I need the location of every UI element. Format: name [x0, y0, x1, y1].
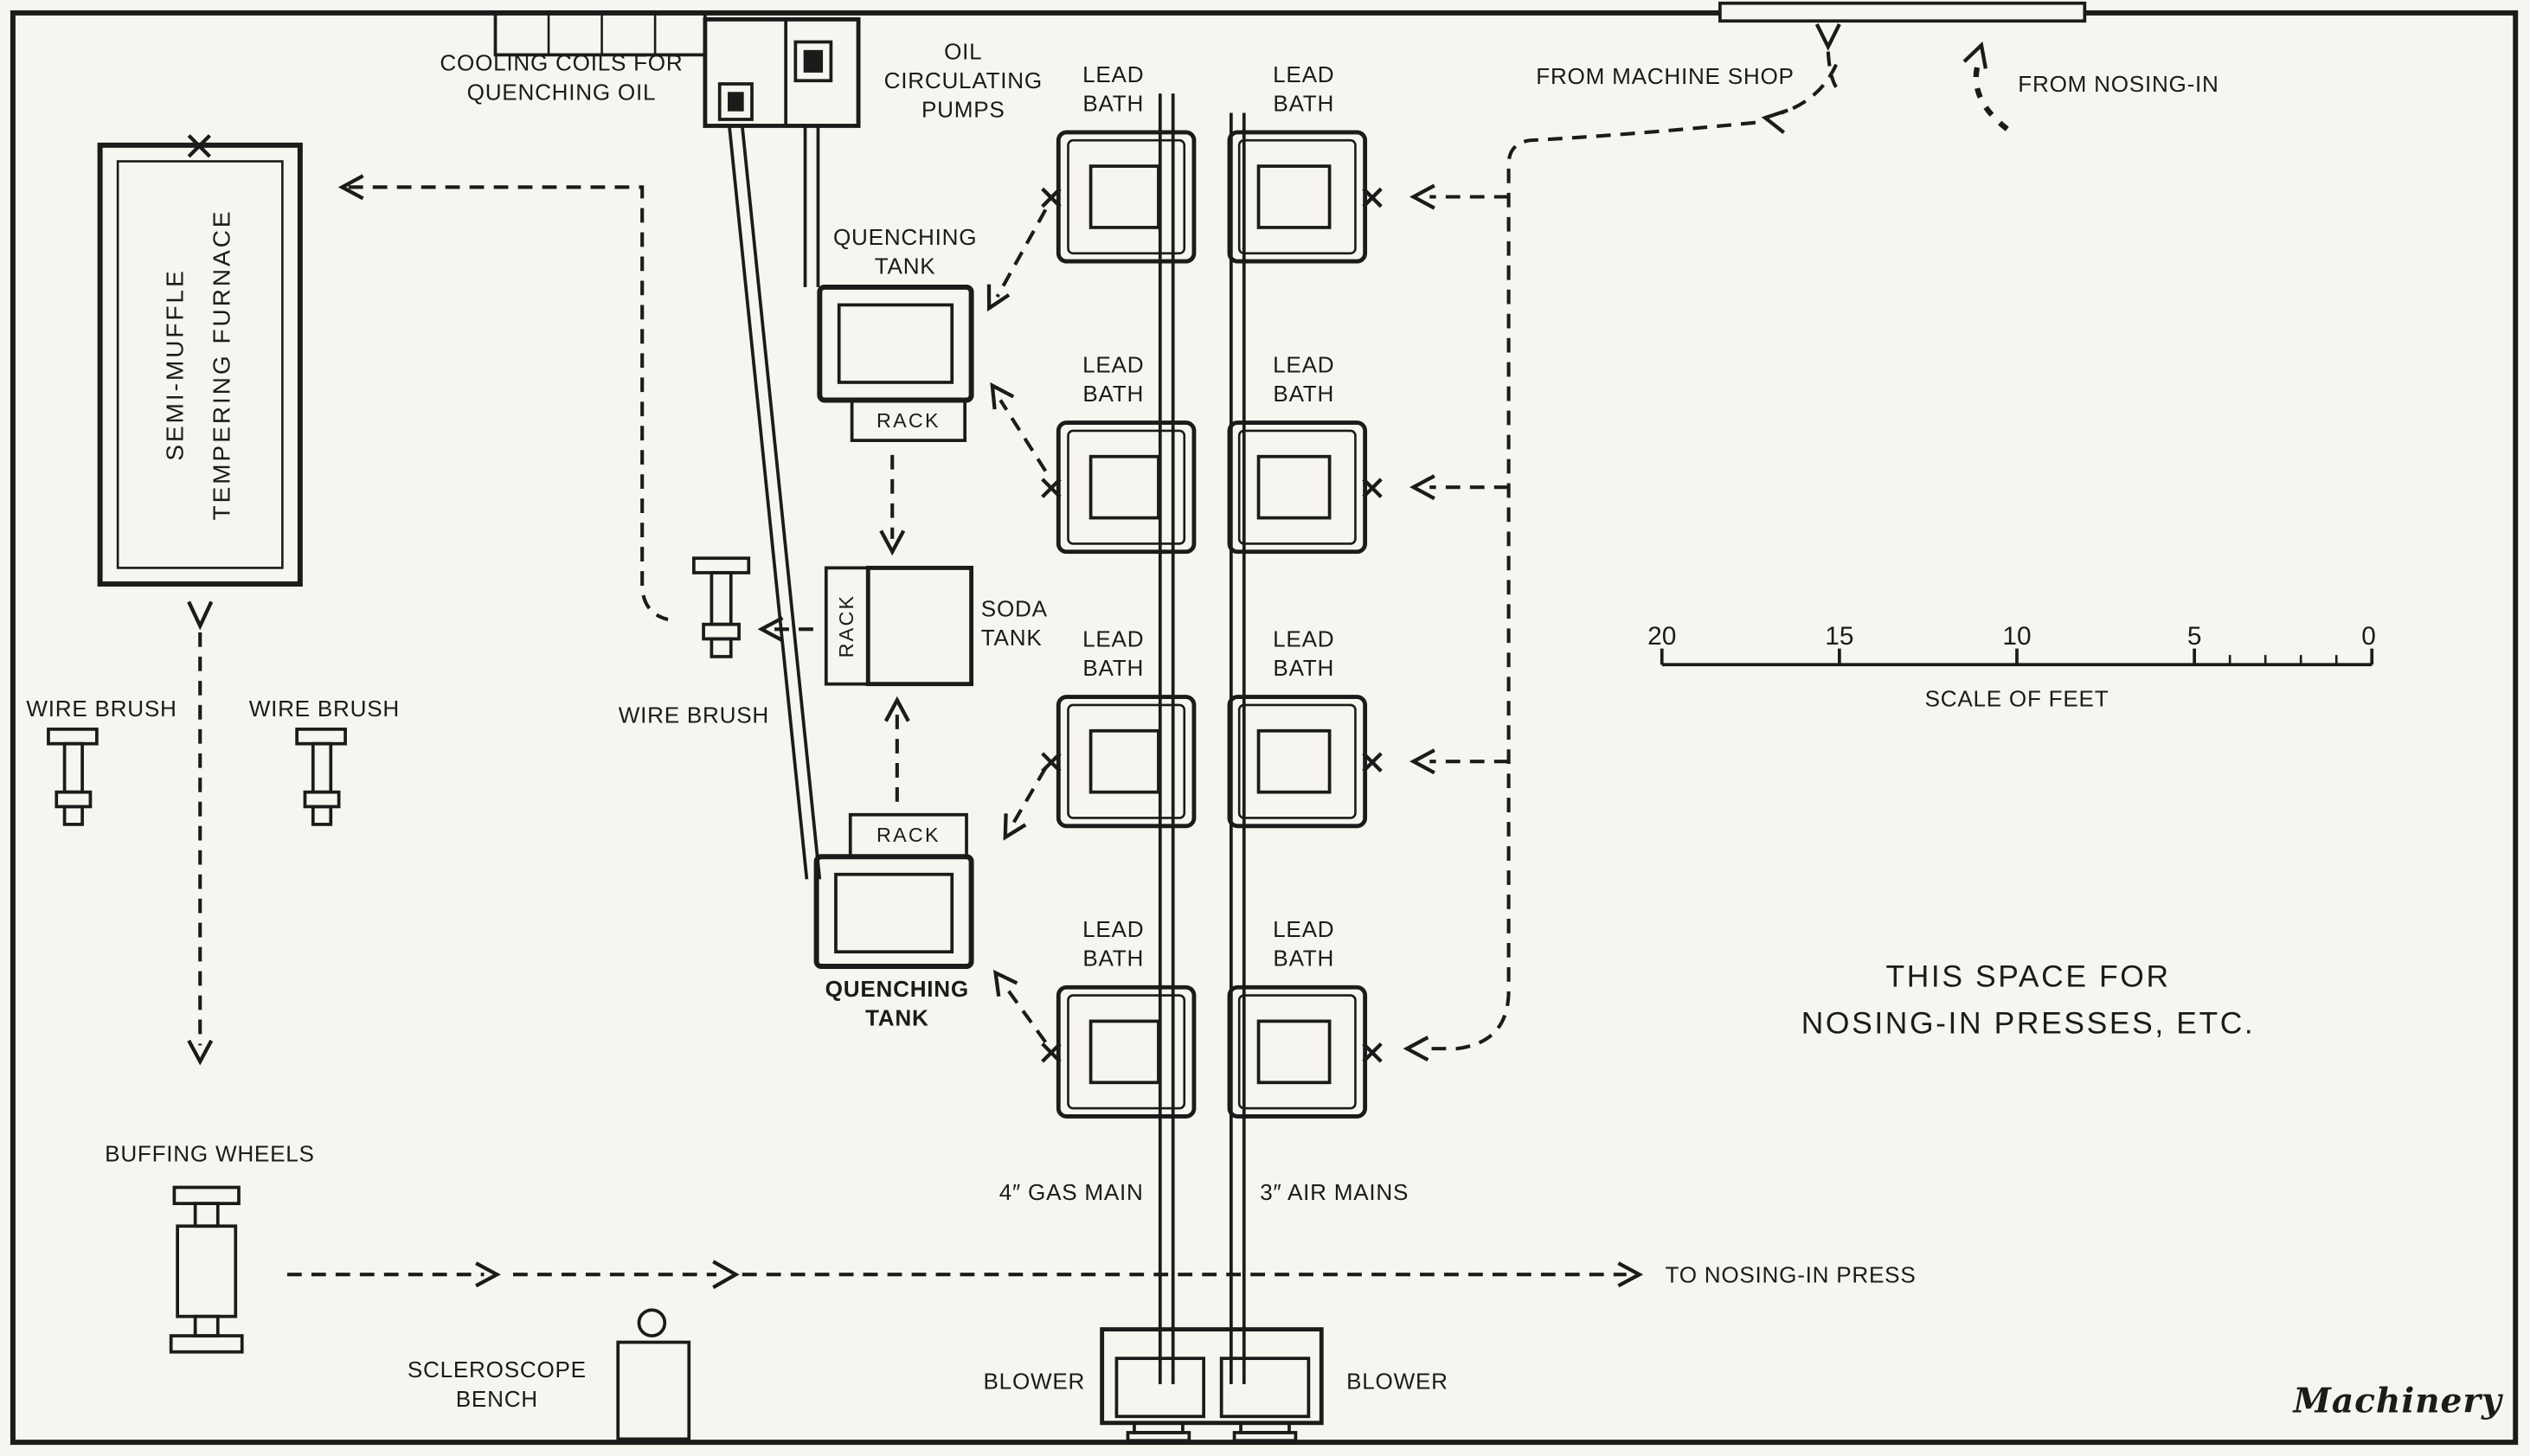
lead-bath-label-3r: LEAD BATH	[1273, 625, 1335, 681]
tempering-furnace-outline	[97, 134, 303, 587]
scleroscope-bench-icon	[616, 1308, 691, 1441]
rack-mid-label: RACK	[835, 593, 858, 658]
furnace-load-x-mark	[187, 134, 211, 158]
air-mains-pipe	[1229, 112, 1246, 1384]
wire-brush-label-2: WIRE BRUSH	[248, 695, 400, 722]
lead-bath-label-4r: LEAD BATH	[1273, 915, 1335, 972]
quenching-tank-top-label: QUENCHING TANK	[833, 223, 978, 279]
machinery-credit: Machinery	[2293, 1380, 2502, 1421]
scleroscope-bench-label: SCLEROSCOPE BENCH	[407, 1356, 587, 1412]
buffing-wheels-label: BUFFING WHEELS	[105, 1140, 315, 1167]
lead-bath-label-4l: LEAD BATH	[1082, 915, 1145, 972]
quenching-tank-bottom-label: QUENCHING TANK	[825, 975, 969, 1031]
gas-main-pipe	[1158, 93, 1175, 1384]
gas-main-label: 4″ GAS MAIN	[999, 1178, 1144, 1205]
soda-tank-outline	[824, 565, 974, 687]
quenching-tank-bottom-outline	[813, 812, 974, 969]
rack-bottom-label: RACK	[877, 824, 941, 847]
scale-tick-20: 20	[1647, 623, 1677, 651]
wire-brush-label-1: WIRE BRUSH	[26, 695, 177, 722]
scale-tick-5: 5	[2186, 623, 2202, 651]
scale-tick-10: 10	[2002, 623, 2032, 651]
furnace-label: SEMI-MUFFLE TEMPERING FURNACE	[162, 208, 236, 521]
blower-unit	[1100, 1327, 1324, 1443]
blower-left-label: BLOWER	[983, 1368, 1086, 1395]
wire-brush-label-3: WIRE BRUSH	[618, 702, 769, 728]
air-mains-label: 3″ AIR MAINS	[1260, 1178, 1409, 1205]
from-nosing-in-label: FROM NOSING-IN	[2018, 70, 2219, 97]
lead-bath-label-1r: LEAD BATH	[1273, 61, 1335, 117]
buffing-wheels-icon	[169, 1185, 244, 1354]
quenching-tank-top-outline	[817, 284, 974, 442]
flow-arrows	[187, 23, 2009, 1289]
lead-bath-row-2	[1041, 420, 1383, 555]
to-nosing-in-press-label: TO NOSING-IN PRESS	[1665, 1261, 1917, 1287]
cooling-coils-unit	[493, 11, 861, 128]
from-machine-shop-label: FROM MACHINE SHOP	[1536, 62, 1795, 89]
scale-bar	[1660, 648, 2374, 667]
rack-box-top	[850, 398, 967, 442]
lead-bath-label-3l: LEAD BATH	[1082, 625, 1145, 681]
lead-bath-label-2r: LEAD BATH	[1273, 351, 1335, 407]
rack-top-label: RACK	[877, 409, 941, 433]
lead-bath-label-1l: LEAD BATH	[1082, 61, 1145, 117]
open-space-note: THIS SPACE FOR NOSING-IN PRESSES, ETC.	[1801, 960, 2256, 1041]
scale-tick-15: 15	[1825, 623, 1854, 651]
lead-bath-row-3	[1041, 695, 1383, 829]
fork-up-machine-shop	[1814, 23, 1841, 51]
soda-tank-label: SODA TANK	[980, 595, 1048, 651]
wire-brush-icon-1	[47, 728, 99, 826]
wire-brush-icon-3	[691, 556, 751, 658]
scale-caption: SCALE OF FEET	[1924, 685, 2109, 712]
fork-merge	[712, 1260, 740, 1289]
lead-bath-row-4	[1041, 985, 1383, 1119]
wall-opening	[1718, 1, 2087, 23]
arrowhead-to-furnace	[337, 174, 364, 201]
wire-brush-icon-2	[295, 728, 347, 826]
lead-bath-row-1	[1041, 130, 1383, 264]
blower-right-label: BLOWER	[1346, 1368, 1448, 1395]
scale-tick-0: 0	[2361, 623, 2376, 651]
oil-circulating-pipes	[728, 125, 822, 880]
cooling-coils-label: COOLING COILS FOR QUENCHING OIL	[440, 49, 684, 106]
oil-pumps-label: OIL CIRCULATING PUMPS	[883, 38, 1043, 123]
fork-furnace-exit	[187, 600, 214, 631]
lead-bath-label-2l: LEAD BATH	[1082, 351, 1145, 407]
